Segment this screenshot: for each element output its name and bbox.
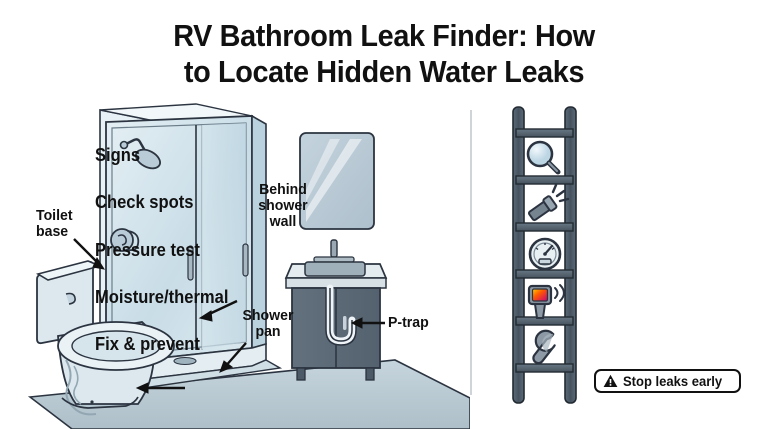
vanity: [284, 239, 388, 381]
shower-drain: [173, 356, 197, 366]
label-toilet-base-line2: base: [36, 223, 69, 240]
pressure-gauge-icon: [528, 237, 562, 271]
ladder-rung: [515, 222, 574, 232]
title-line-1: RV Bathroom Leak Finder: How: [173, 18, 595, 53]
shower-door-handle: [187, 245, 194, 281]
label-behind-shower-wall: Behind shower wall: [243, 182, 324, 230]
arrow-floor-to-toilet: [135, 382, 185, 394]
shower-head-icon: [119, 138, 161, 170]
status-badge: Stop leaks early: [594, 369, 741, 393]
label-shower-pan-line2: pan: [255, 323, 281, 340]
steps-ladder: [512, 106, 577, 404]
cabinet-handle-right: [343, 316, 347, 330]
shower-door-handle-2: [242, 243, 249, 277]
thermal-camera-icon: [527, 284, 565, 319]
mirror: [299, 132, 375, 230]
p-trap: [325, 284, 357, 346]
warning-triangle-icon: [603, 374, 618, 387]
leader-arrows: [73, 238, 385, 394]
label-behind-line3: wall: [269, 213, 297, 230]
step-label-pressure-test: Pressure test: [95, 240, 200, 260]
step-label-check-spots: Check spots: [95, 192, 194, 212]
badge-label: Stop leaks early: [623, 373, 723, 389]
vanity-leg: [365, 367, 375, 381]
vanity-leg: [296, 367, 306, 381]
sink-basin: [304, 261, 366, 277]
page-title: RV Bathroom Leak Finder: How to Locate H…: [27, 18, 741, 90]
arrow-toilet-base: [73, 238, 106, 270]
magnifier-icon: [526, 140, 561, 175]
faucet-icon: [313, 239, 355, 265]
step-label-signs: Signs: [95, 145, 141, 165]
ladder-rail-right: [564, 106, 577, 404]
panel-divider: [470, 110, 472, 395]
label-toilet-base-line1: Toilet: [36, 207, 73, 224]
arrow-shower-pan: [219, 342, 247, 373]
flashlight-icon: [527, 183, 570, 222]
shower-valve-icon: [110, 228, 140, 252]
label-shower-pan-line1: Shower: [242, 307, 294, 324]
toilet-base-bolt: [90, 400, 94, 404]
ladder-rung: [515, 128, 574, 138]
ladder-rung: [515, 316, 574, 326]
shower-enclosure: [99, 103, 283, 391]
label-p-trap: P-trap: [388, 314, 429, 331]
label-shower-pan: Shower pan: [238, 308, 298, 340]
ladder-rung: [515, 269, 574, 279]
arrow-p-trap: [350, 317, 385, 329]
label-behind-line1: Behind: [259, 181, 307, 198]
rv-bathroom-illustration: [27, 103, 470, 429]
label-toilet-base: Toilet base: [36, 208, 111, 240]
title-line-2: to Locate Hidden Water Leaks: [183, 54, 585, 89]
step-label-moisture-thermal: Moisture/thermal: [95, 287, 229, 307]
step-label-fix-prevent: Fix & prevent: [95, 334, 200, 354]
arrow-behind-shower-wall: [198, 299, 238, 322]
label-behind-line2: shower: [258, 197, 308, 214]
ladder-rail-left: [512, 106, 525, 404]
wrench-icon: [532, 329, 556, 365]
ladder-rung: [515, 363, 574, 373]
toilet: [35, 260, 175, 416]
ladder-rung: [515, 175, 574, 185]
